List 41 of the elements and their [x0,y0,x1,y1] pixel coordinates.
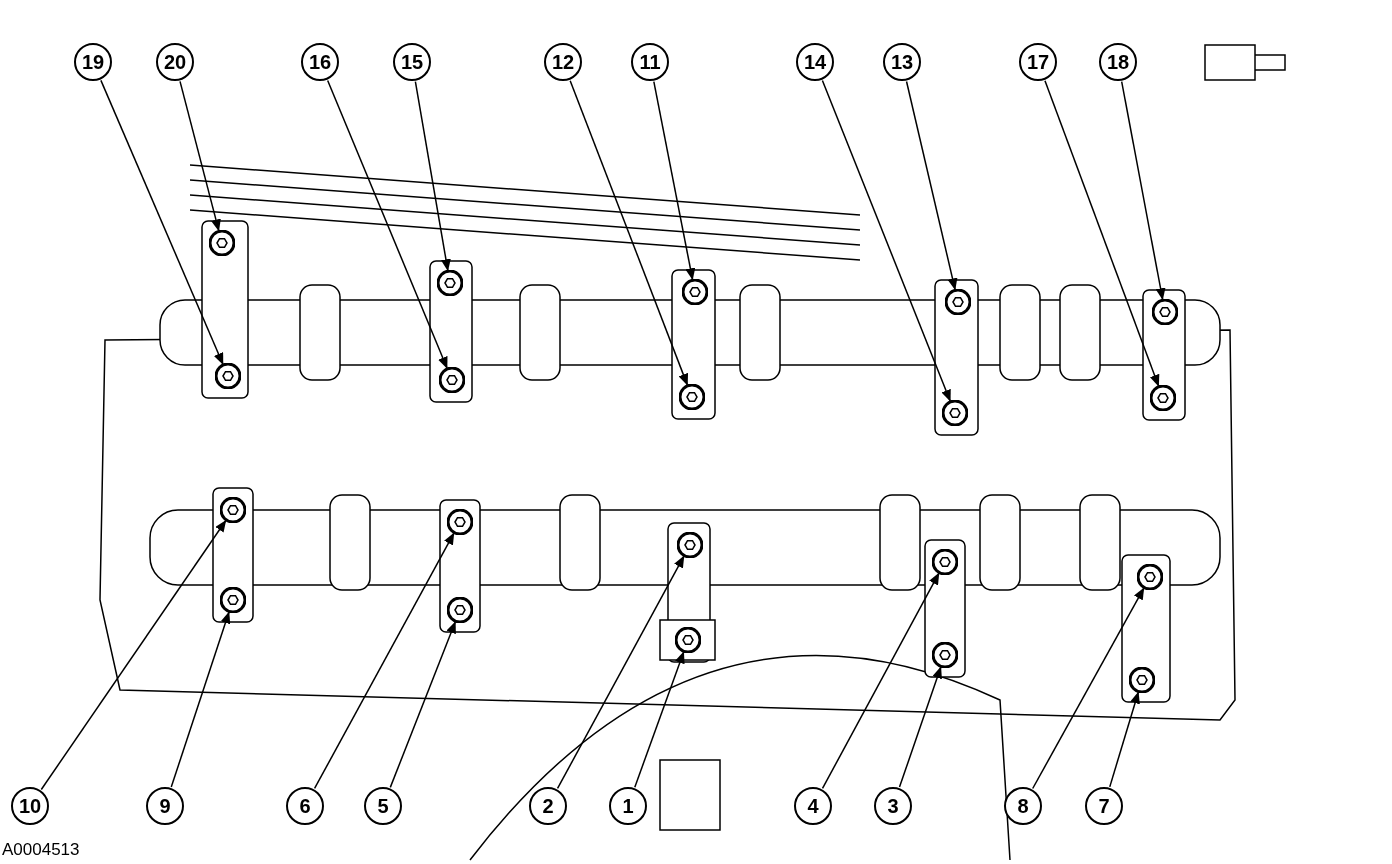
callout-number: 11 [631,43,669,81]
leader-line [653,80,696,281]
callout-number: 18 [1099,43,1137,81]
callout-number: 12 [544,43,582,81]
leader-line [905,80,958,291]
callout-number: 5 [364,787,402,825]
leader-line [1109,691,1140,788]
callout-number: 9 [146,787,184,825]
leader-line [1031,587,1145,790]
leader-line [170,611,231,788]
callout-number: 8 [1004,787,1042,825]
callout-number: 7 [1085,787,1123,825]
callout-number: 10 [11,787,49,825]
leader-line [569,79,689,386]
leader-line [634,651,685,788]
leader-line [326,79,448,369]
figure-id: A0004513 [2,840,80,860]
callout-number: 19 [74,43,112,81]
leader-line [898,666,942,788]
leader-line [1120,80,1166,301]
callout-number: 16 [301,43,339,81]
callout-number: 20 [156,43,194,81]
leader-line [179,80,221,232]
callout-number: 2 [529,787,567,825]
callout-number: 3 [874,787,912,825]
leader-line [556,555,685,790]
callout-number: 6 [286,787,324,825]
leader-line [1044,80,1160,387]
leader-line [821,572,940,790]
callout-number: 15 [393,43,431,81]
leader-line [821,79,951,402]
callout-number: 17 [1019,43,1057,81]
leader-line [100,79,224,365]
leader-line [414,80,451,272]
callout-number: 14 [796,43,834,81]
callout-number: 1 [609,787,647,825]
leader-line [389,621,456,789]
leader-line [313,532,455,790]
callout-number: 4 [794,787,832,825]
leader-line [40,519,227,791]
callout-number: 13 [883,43,921,81]
